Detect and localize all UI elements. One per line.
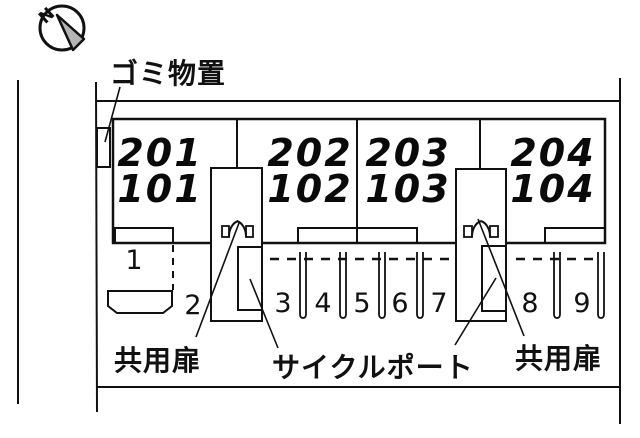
unit-label-203-103: 203 103 (333, 131, 483, 211)
shared-door-right-label: 共用扉 (515, 342, 603, 375)
bike-divider (339, 252, 347, 319)
porch-101 (114, 227, 174, 244)
unit-lower: 102 (267, 167, 353, 211)
shared-door-left-label: 共用扉 (114, 344, 202, 377)
door-swing-arc (236, 220, 248, 238)
cycle-port-rack-left (237, 246, 263, 311)
bike-divider (299, 252, 307, 319)
unit-label-201-101: 201 101 (85, 131, 235, 211)
unit-dividers (236, 119, 481, 243)
unit-upper: 204 (510, 131, 596, 175)
unit-lower: 101 (117, 167, 203, 211)
door-jamb (463, 225, 473, 238)
unit-label-202-102: 202 102 (235, 131, 385, 211)
bike-divider (597, 252, 605, 319)
space-number-5: 5 (353, 288, 371, 319)
space-number-1: 1 (125, 245, 143, 276)
door-jamb (221, 225, 230, 238)
bike-divider (416, 252, 424, 319)
door-opening-mask (464, 235, 498, 245)
bike-divider (553, 252, 561, 319)
door-swing-arc (480, 220, 492, 238)
cycle-port-rack-right (481, 245, 507, 312)
space-number-4: 4 (314, 288, 332, 319)
leader-shared-door-right (477, 218, 525, 337)
shared-door-right-symbol (463, 220, 499, 245)
cycle-port-label: サイクルポート (272, 351, 474, 384)
space-number-2: 2 (184, 290, 202, 321)
porch-103 (356, 227, 418, 244)
space-number-9: 9 (573, 288, 591, 319)
leader-shared-door-left (195, 222, 240, 338)
unit-label-204-104: 204 104 (478, 131, 628, 211)
leader-lines (104, 86, 525, 349)
door-jamb (489, 225, 499, 238)
door-swing-arc (470, 220, 482, 238)
unit-upper: 202 (267, 131, 353, 175)
unit-upper: 203 (365, 131, 451, 175)
unit-upper: 201 (117, 131, 203, 175)
bike-dividers (299, 252, 605, 319)
door-jamb (245, 225, 254, 238)
space-number-3: 3 (274, 288, 292, 319)
shared-door-left-symbol (221, 220, 254, 245)
leader-garbage (104, 86, 121, 143)
door-opening-mask (221, 235, 254, 245)
porch-102 (297, 227, 358, 244)
unit-lower: 104 (510, 167, 596, 211)
bike-divider (378, 252, 386, 319)
parking-stop-shape (107, 290, 173, 314)
space-number-7: 7 (430, 288, 448, 319)
unit-lower: 103 (365, 167, 451, 211)
compass-circle (38, 4, 86, 52)
space-number-8: 8 (521, 288, 539, 319)
leader-cycle-port-left (249, 278, 279, 349)
leader-cycle-port-right (454, 277, 497, 346)
garbage-storage-label: ゴミ物置 (110, 57, 227, 90)
space-number-6: 6 (391, 288, 409, 319)
porch-104 (544, 227, 606, 244)
compass-icon (38, 4, 86, 52)
compass-needle (55, 13, 86, 52)
porch-steps (114, 227, 606, 244)
